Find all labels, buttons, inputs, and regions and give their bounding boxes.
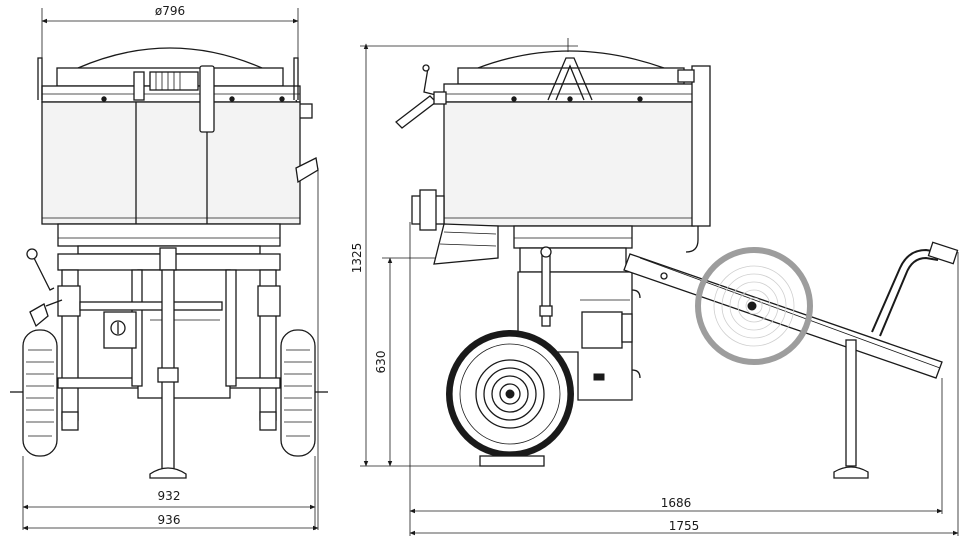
side-frame-top: [513, 225, 633, 249]
dim-label-1686: 1686: [661, 496, 692, 510]
side-rear-post: [691, 65, 711, 227]
front-stand-foot: [149, 467, 187, 479]
dim-label-diameter: ø796: [155, 4, 185, 18]
dim-label-936: 936: [158, 513, 181, 527]
front-view: [10, 8, 328, 531]
side-rear-stand: [845, 339, 857, 467]
side-drum-body: [443, 101, 695, 227]
side-wheel: [446, 330, 574, 458]
side-view: [360, 38, 959, 536]
front-lever: [199, 65, 215, 133]
front-drum-body: [41, 101, 301, 225]
highlight-detail: [695, 247, 813, 365]
dim-label-1755: 1755: [669, 519, 700, 533]
front-left-wheel: [22, 329, 58, 457]
side-wheel-base: [479, 455, 545, 467]
side-drawbar: [623, 253, 943, 379]
dim-label-1325: 1325: [350, 243, 364, 274]
dim-label-932: 932: [158, 489, 181, 503]
side-lid-dome: [477, 50, 665, 69]
side-discharge-chute: [433, 223, 499, 265]
front-frame-top: [57, 223, 281, 247]
front-lid-dome: [77, 47, 263, 69]
dim-label-630: 630: [374, 351, 388, 374]
side-lever-arm: [395, 95, 437, 129]
front-motor-housing: [137, 269, 231, 399]
side-lid-rim: [457, 67, 685, 85]
side-rear-handle: [871, 248, 939, 333]
front-right-wheel: [280, 329, 316, 457]
